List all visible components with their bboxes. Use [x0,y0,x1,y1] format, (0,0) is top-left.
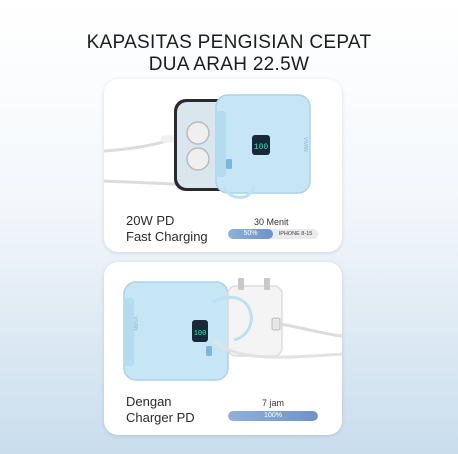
caption-line-2: Charger PD [126,410,195,425]
power-bank [123,281,229,381]
display-reading: 100 [194,330,207,338]
charge-progress-bar: 100% [228,411,318,421]
fast-charging-card: 100 VIVAN 20W PD Fast Charging 30 Menit … [104,79,342,252]
power-bank-brand: VIVAN [132,316,138,331]
charge-progress-fill: 50% [228,229,273,239]
phone-charging-illustration: 100 VIVAN [104,94,311,199]
power-bank-display [192,320,208,342]
built-in-cable [211,295,253,342]
phone-camera-1 [186,121,210,145]
charge-progress-fill: 100% [228,411,318,421]
power-bank-brand: VIVAN [302,137,308,152]
caption-line-1: Dengan [126,394,172,409]
headline-line-1: KAPASITAS PENGISIAN CEPAT [86,32,372,53]
charge-time-label: 7 jam [262,398,285,408]
charger-prong-2 [264,278,270,290]
charge-time-label: 30 Menit [254,217,289,227]
phone-camera-2 [186,147,210,171]
power-bank-display [252,135,270,155]
power-bank-recharging-illustration: 100 VIVAN [123,278,342,381]
charge-progress-bar: 50% IPHONE 8-15 [228,229,318,239]
charger-prong-1 [238,278,244,290]
usb-port [226,159,232,169]
caption-line-1: 20W PD [126,213,175,228]
power-bank-side [124,298,134,366]
usb-port [206,346,212,356]
charger-pd-card: 100 VIVAN Dengan Charger PD 7 jam 100% [104,262,342,435]
charger-port [271,317,281,331]
power-bank-side [216,111,226,177]
built-in-cable [222,186,256,199]
charger-cable [279,322,342,338]
caption-line-2: Fast Charging [126,229,208,244]
device-model-label: IPHONE 8-15 [278,231,313,237]
usb-cable [212,338,342,359]
headline-line-2: DUA ARAH 22.5W [148,54,310,75]
display-reading: 100 [254,143,269,152]
